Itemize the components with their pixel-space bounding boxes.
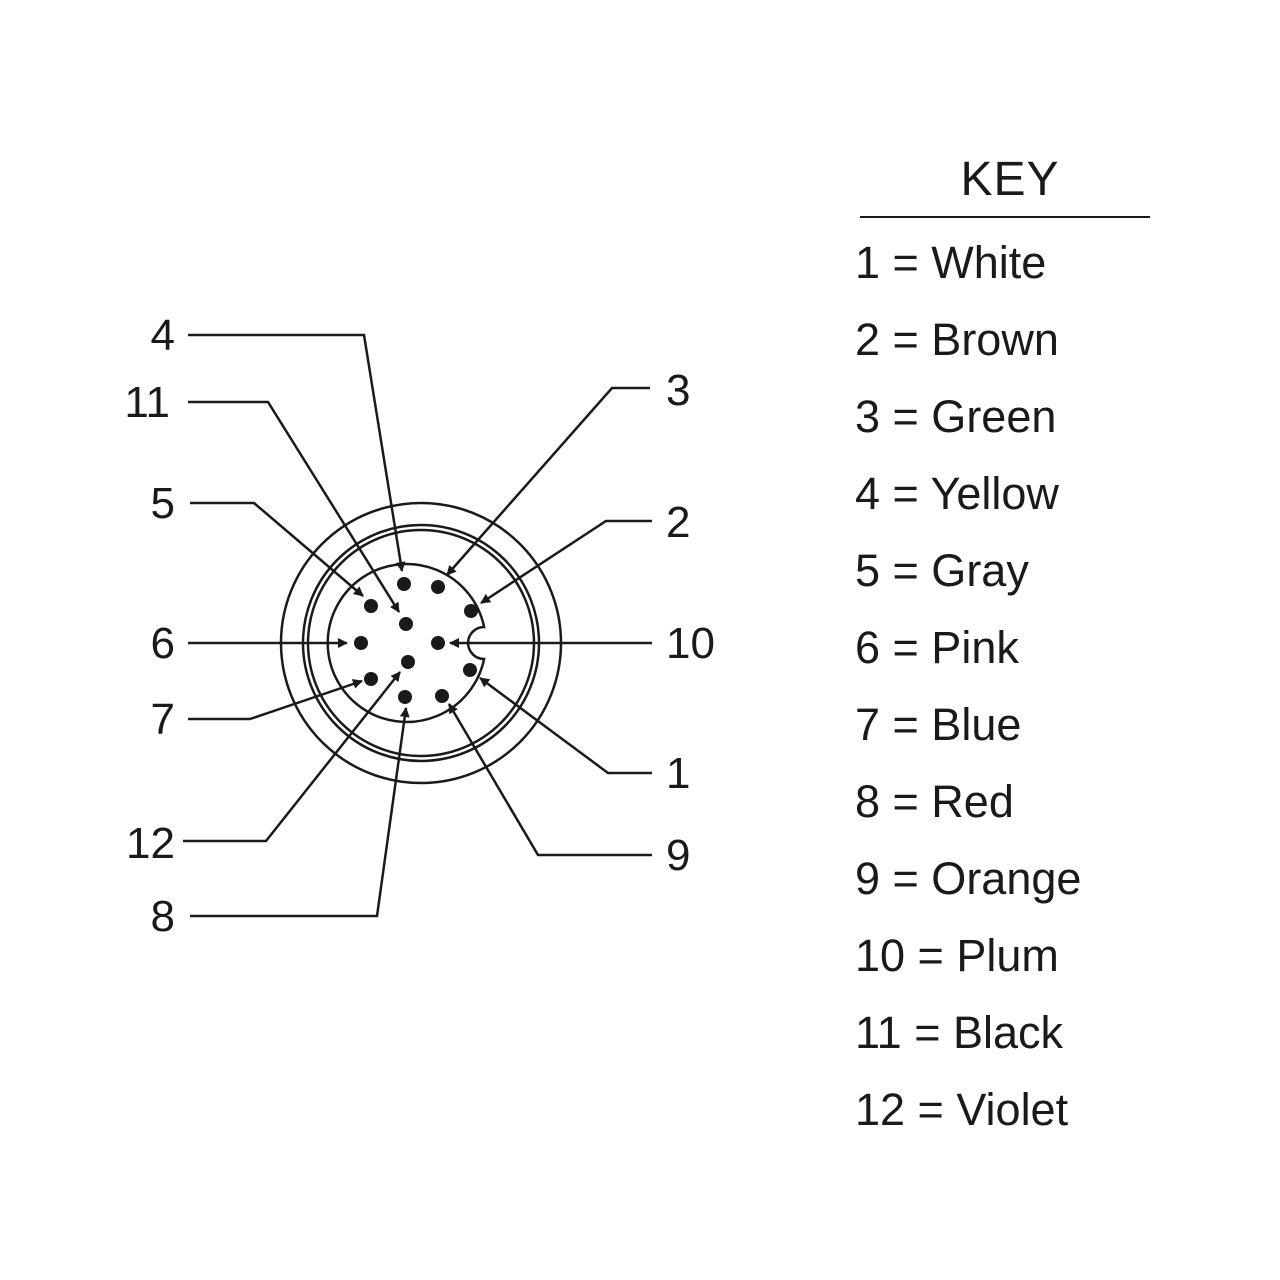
pin-6 [354, 636, 368, 650]
pin-11 [399, 617, 413, 631]
pin-7 [364, 672, 378, 686]
pin-label-2: 2 [666, 498, 690, 547]
pin-2 [464, 604, 478, 618]
pin-8 [398, 690, 412, 704]
pin-5 [364, 599, 378, 613]
leader-11 [188, 400, 401, 613]
pin-label-7: 7 [151, 695, 175, 744]
color-key: KEY 1 = White 2 = Brown 3 = Green 4 = Ye… [855, 150, 1155, 1148]
pins [354, 577, 478, 704]
key-item: 9 = Orange [855, 853, 1082, 904]
leader-3 [446, 386, 650, 576]
key-item: 4 = Yellow [855, 468, 1059, 519]
key-item: 1 = White [855, 237, 1047, 288]
leader-lines [183, 333, 652, 918]
pin-label-10: 10 [666, 619, 715, 668]
key-item: 7 = Blue [855, 699, 1022, 750]
key-item: 5 = Gray [855, 545, 1029, 596]
pin-label-5: 5 [151, 479, 175, 528]
key-item: 8 = Red [855, 776, 1014, 827]
key-title: KEY [960, 153, 1060, 206]
insert-face [326, 562, 486, 724]
pin-label-1: 1 [666, 749, 690, 798]
leader-5 [190, 501, 364, 597]
leader-2 [480, 519, 652, 605]
pin-9 [435, 689, 449, 703]
leader-12 [183, 671, 401, 843]
pin-1 [463, 663, 477, 677]
key-item: 3 = Green [855, 391, 1057, 442]
pin-12 [401, 655, 415, 669]
key-item: 12 = Violet [855, 1084, 1069, 1135]
leader-7 [188, 679, 363, 721]
pin-label-6: 6 [151, 619, 175, 668]
leader-4 [188, 333, 406, 572]
pin-label-4: 4 [151, 311, 175, 360]
key-item: 11 = Black [855, 1007, 1064, 1058]
key-divider [860, 216, 1150, 218]
pin-label-11: 11 [124, 378, 170, 427]
pin-3 [431, 580, 445, 594]
pin-labels: 4 11 5 6 7 12 8 3 2 10 1 9 [124, 311, 715, 941]
pin-10 [431, 636, 445, 650]
leader-9 [447, 703, 652, 857]
key-item: 2 = Brown [855, 314, 1059, 365]
pin-4 [397, 577, 411, 591]
key-item: 6 = Pink [855, 622, 1019, 673]
pin-label-12: 12 [126, 819, 175, 868]
leader-8 [190, 707, 410, 918]
pin-label-3: 3 [666, 366, 690, 415]
key-item: 10 = Plum [855, 930, 1059, 981]
leader-1 [479, 676, 652, 775]
key-list: 1 = White 2 = Brown 3 = Green 4 = Yellow… [855, 224, 1155, 1148]
pin-label-8: 8 [151, 892, 175, 941]
pin-label-9: 9 [666, 831, 690, 880]
